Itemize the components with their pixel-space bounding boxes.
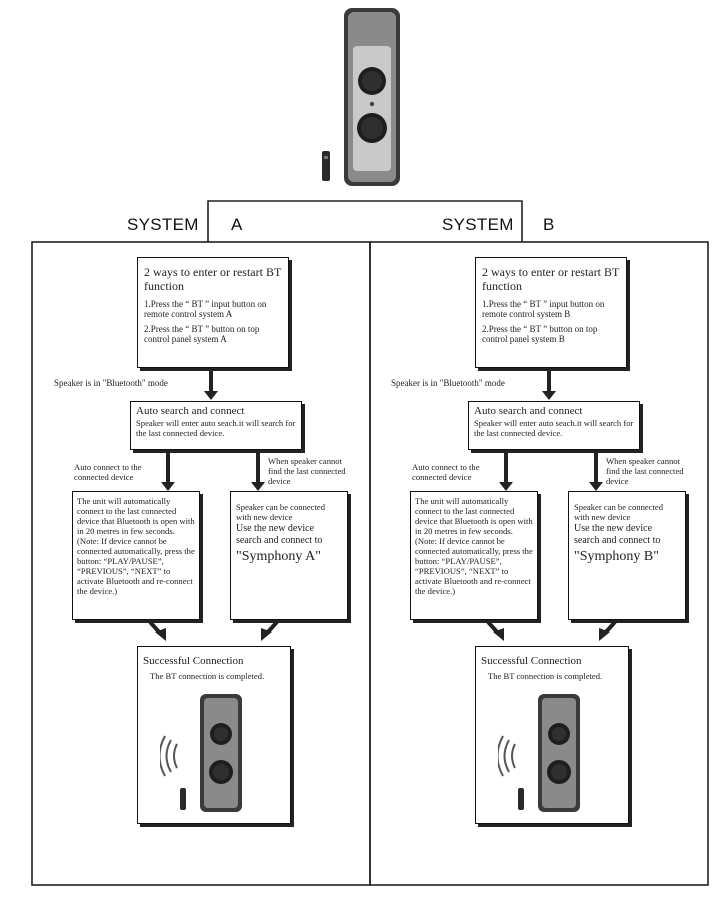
speaker-product-image	[315, 6, 425, 192]
new-device-small-b: Speaker can be connected with new device	[574, 502, 663, 522]
success-body-b: The BT connection is completed.	[488, 671, 603, 681]
success-box-b: Successful Connection The BT connection …	[475, 646, 629, 824]
branch-label-right-b: When speaker cannot find the last connec…	[606, 456, 684, 486]
branch-label-left-b: Auto connect to the connected device	[412, 462, 480, 482]
ways-title-a: 2 ways to enter or restart BT function	[144, 265, 282, 293]
system-label-a: SYSTEM	[127, 215, 199, 235]
auto-result-box-a: The unit will automatically connect to t…	[72, 491, 200, 620]
new-device-name-a: "Symphony A"	[236, 549, 321, 564]
ways-step-b-1: 1.Press the “ BT ” input button on remot…	[482, 299, 605, 320]
success-title-a: Successful Connection	[143, 655, 244, 667]
panel-frame-b	[369, 241, 709, 886]
ways-title-b: 2 ways to enter or restart BT function	[482, 265, 620, 293]
system-label-b: SYSTEM	[442, 215, 514, 235]
mode-text-b: Speaker is in "Bluetooth" mode	[391, 378, 505, 388]
speaker-bt-image-b	[498, 692, 608, 817]
mode-text-a: Speaker is in "Bluetooth" mode	[54, 378, 168, 388]
auto-result-text-a: The unit will automatically connect to t…	[77, 496, 195, 596]
system-label-b-text: SYSTEM	[442, 215, 514, 234]
new-device-small-a: Speaker can be connected with new device	[236, 502, 325, 522]
new-device-mid-a: Use the new device search and connect to	[236, 523, 323, 546]
new-device-mid-b: Use the new device search and connect to	[574, 523, 661, 546]
success-box-a: Successful Connection The BT connection …	[137, 646, 291, 824]
success-title-b: Successful Connection	[481, 655, 582, 667]
auto-result-box-b: The unit will automatically connect to t…	[410, 491, 538, 620]
auto-search-title-b: Auto search and connect	[474, 405, 583, 417]
auto-search-box-b: Auto search and connect Speaker will ent…	[468, 401, 640, 450]
success-body-a: The BT connection is completed.	[150, 671, 265, 681]
new-device-box-a: Speaker can be connected with new device…	[230, 491, 348, 620]
system-letter-b: B	[543, 215, 555, 234]
ways-step-a-1: 1.Press the “ BT ” input button on remot…	[144, 299, 267, 320]
auto-search-box-a: Auto search and connect Speaker will ent…	[130, 401, 302, 450]
branch-label-right-a: When speaker cannot find the last connec…	[268, 456, 346, 486]
system-letter-a: A	[231, 215, 243, 234]
ways-step-b-2: 2.Press the “ BT ” button on top control…	[482, 323, 598, 345]
auto-result-text-b: The unit will automatically connect to t…	[415, 496, 533, 596]
new-device-box-b: Speaker can be connected with new device…	[568, 491, 686, 620]
new-device-name-b: "Symphony B"	[574, 549, 659, 564]
auto-search-body-b: Speaker will enter auto seach.it will se…	[474, 418, 634, 438]
ways-box-a: 2 ways to enter or restart BT function 1…	[137, 257, 289, 368]
system-label-a-text: SYSTEM	[127, 215, 199, 234]
speaker-bt-image-a	[160, 692, 270, 817]
branch-label-left-a: Auto connect to the connected device	[74, 462, 142, 482]
auto-search-body-a: Speaker will enter auto seach.it will se…	[136, 418, 296, 438]
ways-box-b: 2 ways to enter or restart BT function 1…	[475, 257, 627, 368]
ways-step-a-2: 2.Press the “ BT ” button on top control…	[144, 323, 260, 345]
auto-search-title-a: Auto search and connect	[136, 405, 245, 417]
system-connector	[207, 200, 523, 242]
